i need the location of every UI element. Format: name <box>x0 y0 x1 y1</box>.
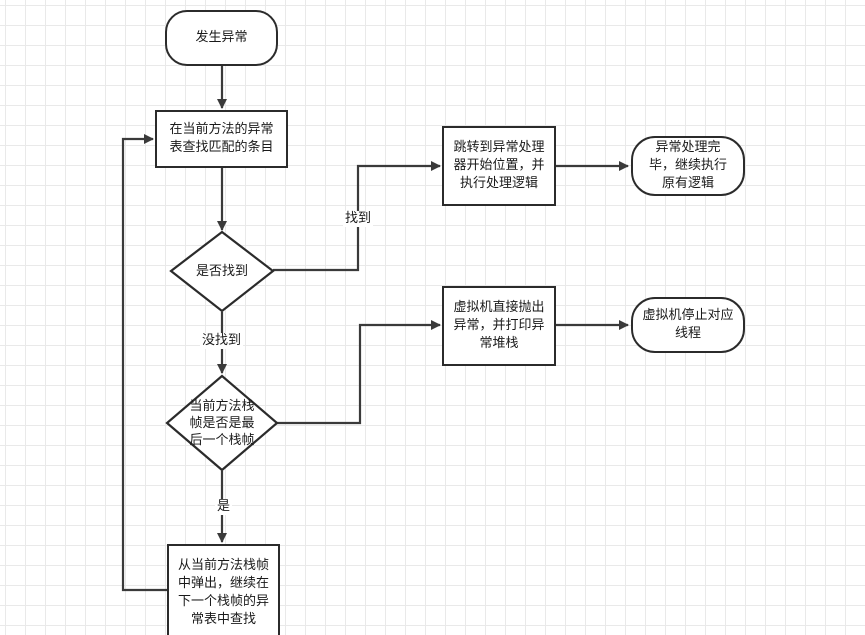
jvm-throw-exception-node: 虚拟机直接抛出异常，并打印异常堆栈 <box>442 286 556 366</box>
edge-lastframe-to-throw <box>277 320 441 425</box>
edge-label-not-found: 没找到 <box>200 333 244 349</box>
pop-frame-node: 从当前方法栈帧中弹出，继续在下一个栈帧的异常表中查找 <box>167 544 280 635</box>
start-node-label: 发生异常 <box>195 30 248 45</box>
edge-pop-loop-back <box>121 134 167 592</box>
found-decision-node: 是否找到 <box>181 258 263 284</box>
handling-finished-label: 异常处理完毕，继续执行原有逻辑 <box>648 140 727 191</box>
found-decision-label: 是否找到 <box>195 263 248 279</box>
search-exception-table-node: 在当前方法的异常表查找匹配的条目 <box>155 110 288 168</box>
search-exception-table-label: 在当前方法的异常表查找匹配的条目 <box>169 122 274 155</box>
pop-frame-label: 从当前方法栈帧中弹出，继续在下一个栈帧的异常表中查找 <box>177 558 269 627</box>
last-frame-decision-label: 当前方法栈帧是否是最后一个栈帧 <box>189 398 255 448</box>
edge-label-yes: 是 <box>215 499 233 515</box>
handling-finished-node: 异常处理完毕，继续执行原有逻辑 <box>631 136 745 196</box>
jvm-stop-thread-label: 虚拟机停止对应线程 <box>642 308 734 341</box>
jvm-throw-exception-label: 虚拟机直接抛出异常，并打印异常堆栈 <box>453 300 545 351</box>
last-frame-decision-node: 当前方法栈帧是否是最后一个栈帧 <box>184 396 260 450</box>
start-node: 发生异常 <box>165 10 278 66</box>
decision-found-shape <box>169 230 275 313</box>
jump-to-handler-node: 跳转到异常处理器开始位置，并执行处理逻辑 <box>442 126 556 206</box>
jvm-stop-thread-node: 虚拟机停止对应线程 <box>631 297 745 353</box>
decision-last-frame-shape <box>165 374 279 472</box>
jump-to-handler-label: 跳转到异常处理器开始位置，并执行处理逻辑 <box>453 140 545 191</box>
edge-label-found: 找到 <box>343 211 374 227</box>
